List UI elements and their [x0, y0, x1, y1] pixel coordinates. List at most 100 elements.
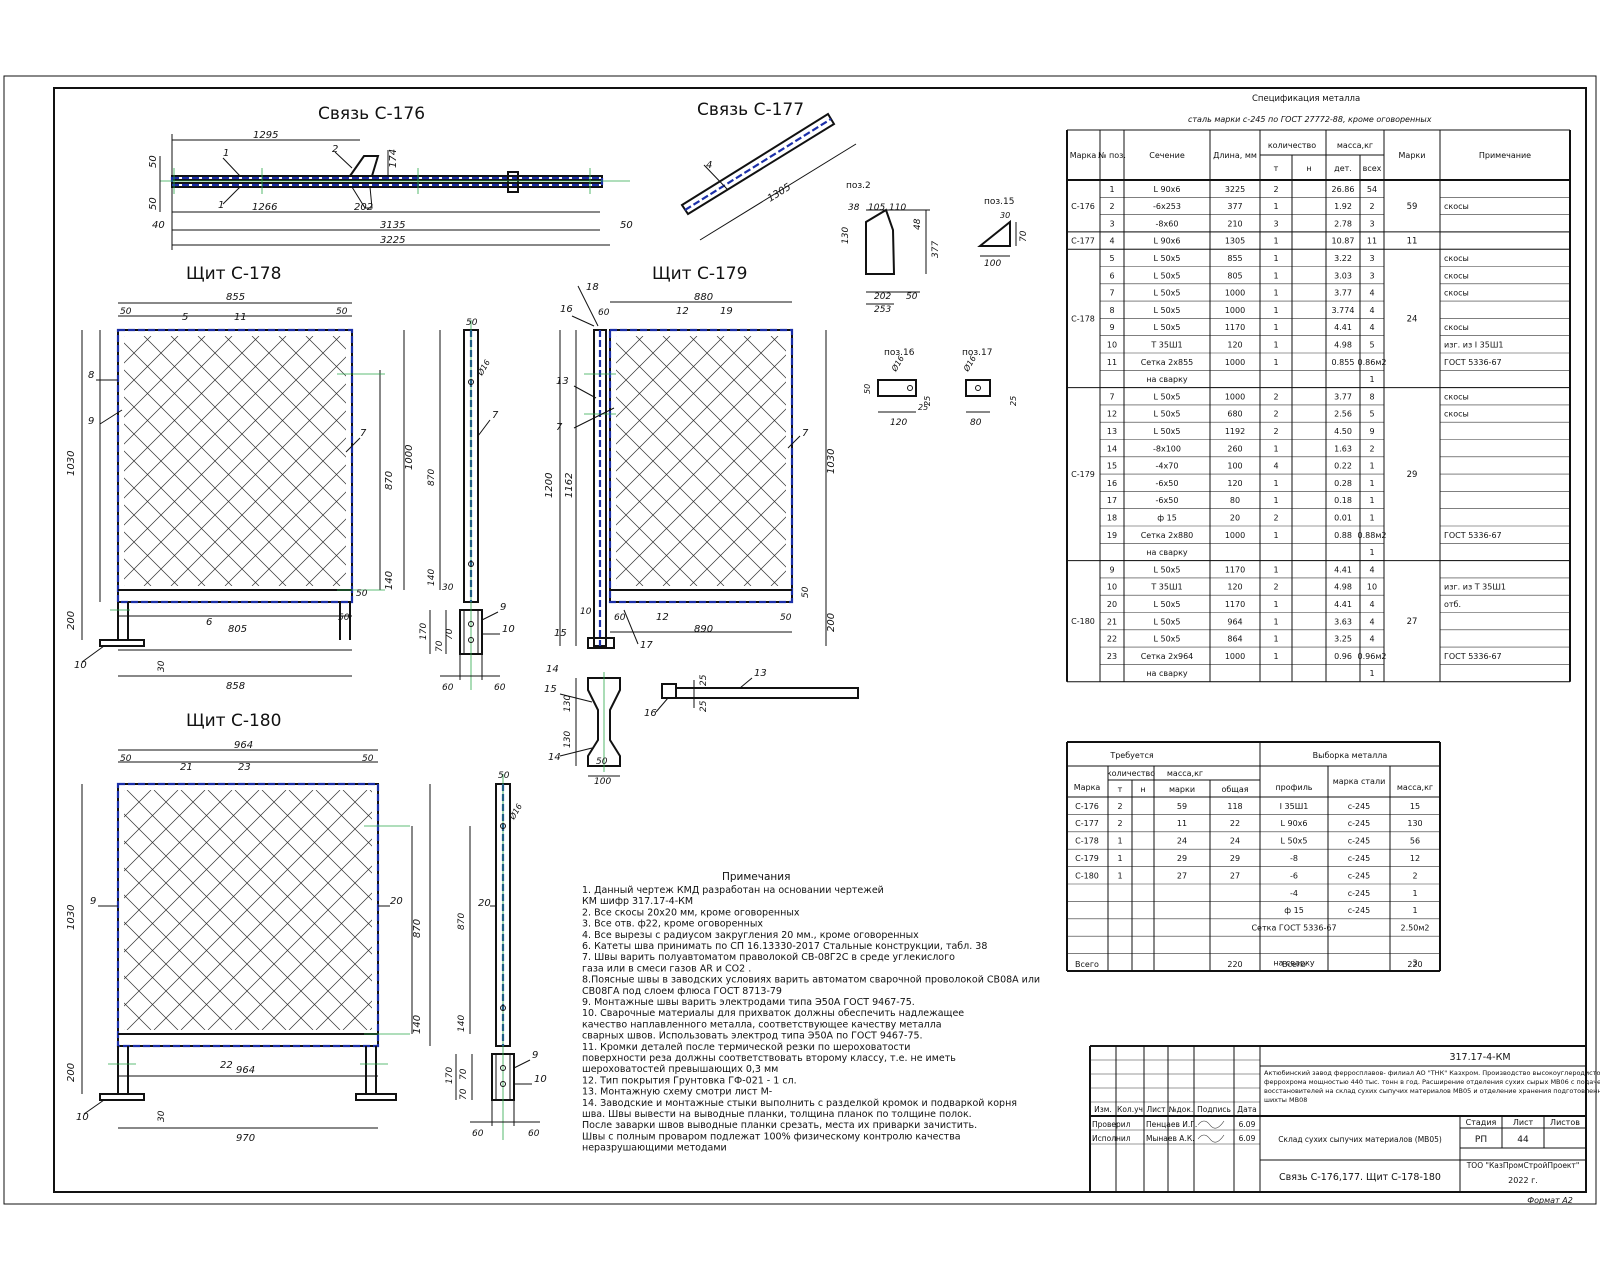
pos2-label: поз.2 [846, 181, 871, 191]
pos2-dim-110: 110 [889, 203, 906, 213]
view-c179: Щит С-179 880 890 1200 1162 1030 200 60 … [544, 264, 837, 651]
note-line: 10. Сварочные материалы для прихваток до… [582, 1008, 964, 1019]
spec-mass-det: 4.50 [1334, 427, 1352, 436]
pos16-dim-50: 50 [863, 384, 872, 394]
c178-dim-50c: 50 [356, 589, 368, 599]
tb-col-header: Кол.уч [1117, 1105, 1143, 1114]
req-total-label: Всего [1075, 960, 1099, 969]
spec-pos: 8 [1109, 306, 1114, 315]
req-cell: С-180 [1075, 871, 1099, 880]
spec-note: скосы [1444, 392, 1469, 401]
c180-pos-22: 22 [220, 1060, 233, 1071]
sel-cell: 3 [1412, 958, 1417, 967]
req-cell: 29 [1230, 854, 1240, 863]
spec-mass-all: 1 [1369, 375, 1374, 384]
mesh-c179 [616, 336, 786, 586]
spec-qty-t: 1 [1273, 289, 1278, 298]
tb-stage-header: Листов [1550, 1118, 1580, 1127]
spec-mass-all: 3 [1369, 219, 1374, 228]
c178-dim-200: 200 [66, 611, 77, 630]
spec-mass-all: 10 [1367, 583, 1377, 592]
notes-title: Примечания [722, 871, 790, 883]
spec-qty-t: 1 [1273, 202, 1278, 211]
spec-section: Сетка 2x964 [1141, 652, 1194, 661]
spec-note: скосы [1444, 202, 1469, 211]
side178-dim-140: 140 [427, 569, 437, 586]
side180-dim-140: 140 [457, 1015, 467, 1032]
spec-pos: 17 [1107, 496, 1117, 505]
note-line: качество наплавленного металла, соответс… [582, 1019, 942, 1030]
side180-pos-10: 10 [534, 1074, 547, 1085]
c178-pos-6: 6 [206, 617, 212, 628]
pos2-dim-377: 377 [931, 241, 941, 258]
pos17-label: поз.17 [962, 348, 993, 358]
spec-section: L 50x5 [1153, 271, 1180, 280]
spec-mass-all: 2 [1369, 202, 1374, 211]
req-cell: 118 [1227, 802, 1242, 811]
side180-dim-170: 170 [445, 1067, 455, 1084]
spec-length: 1305 [1225, 237, 1245, 246]
spec-group-mark: С-178 [1071, 314, 1095, 323]
pos2-dim-130: 130 [841, 227, 851, 244]
spec-group-total: 24 [1407, 314, 1418, 324]
tb-format: Формат А2 [1527, 1196, 1573, 1205]
req-cell: 1 [1117, 854, 1122, 863]
sel-cell: с-245 [1348, 906, 1371, 915]
spec-note: изг. из I 35Ш1 [1444, 340, 1503, 349]
tb-person-name: Пенцаев И.Г. [1146, 1120, 1197, 1129]
spec-section: -6x50 [1156, 479, 1179, 488]
req-cell: 59 [1177, 802, 1187, 811]
c180-dim-50a: 50 [120, 754, 132, 764]
c178-pos-9: 9 [88, 416, 94, 427]
spec-section: -8x60 [1156, 219, 1179, 228]
view-c180: Щит С-180 964 964 970 1030 870 200 140 3… [66, 711, 431, 1144]
spec-mass-all: 4 [1369, 306, 1374, 315]
c180-dim-1030: 1030 [66, 905, 77, 930]
spec-length: 377 [1227, 202, 1242, 211]
tb-person-role: Проверил [1092, 1120, 1131, 1129]
signature-icon [1197, 1120, 1225, 1129]
tb-project: Актюбинский завод ферросплавов- филиал А… [1264, 1069, 1600, 1104]
note-line: 3. Все отв. ф22, кроме оговоренных [582, 919, 763, 930]
sel-cell: 12 [1410, 854, 1420, 863]
detail-pos16: поз.16 Ø16 50 25 25 120 [863, 348, 932, 428]
c180-dim-970: 970 [236, 1133, 255, 1144]
spec-subheader: т [1274, 164, 1279, 173]
c180-dim-140: 140 [412, 1015, 423, 1034]
c179-dim-880: 880 [694, 292, 713, 303]
pos16-dim-120: 120 [890, 418, 907, 428]
sect179-pos-13: 13 [754, 668, 767, 679]
spec-mass-all: 1 [1369, 462, 1374, 471]
req-cell: С-177 [1075, 819, 1099, 828]
spec-mass-all: 5 [1369, 340, 1374, 349]
spec-mass-all: 4 [1369, 635, 1374, 644]
c178-dim-1030: 1030 [66, 451, 77, 476]
spec-note: скосы [1444, 289, 1469, 298]
spec-length: 1000 [1225, 652, 1245, 661]
side180-dim-60a: 60 [472, 1129, 484, 1139]
side180-dim-60b: 60 [528, 1129, 540, 1139]
spec-length: 680 [1227, 410, 1242, 419]
pos2-dim-105: 105 [868, 203, 885, 213]
spec-section: на сварку [1146, 548, 1188, 557]
spec-subheader: дет. [1334, 164, 1352, 173]
spec-group-total: 29 [1407, 470, 1418, 480]
spec-mass-all: 8 [1369, 392, 1374, 401]
spec-section: L 50x5 [1153, 323, 1180, 332]
view-c178-title: Щит С-178 [186, 264, 281, 284]
spec-qty-t: 1 [1273, 600, 1278, 609]
tb-col-header: №док. [1169, 1105, 1194, 1114]
view-c176: Связь С-176 1295 1266 202 3135 3225 174 … [148, 104, 633, 250]
sel-cell: 2.50м2 [1401, 924, 1430, 933]
spec-mass-det: 10.87 [1332, 237, 1355, 246]
sel-cell: с-245 [1348, 802, 1371, 811]
c179-dim-60b: 60 [614, 613, 626, 623]
req-title: Требуется [1109, 751, 1154, 760]
side178-pos-9: 9 [500, 602, 506, 613]
c176-dim-40: 40 [152, 220, 165, 231]
spec-mass-all: 1 [1369, 496, 1374, 505]
spec-mass-all: 3 [1369, 271, 1374, 280]
spec-mass-det: 3.77 [1334, 392, 1352, 401]
spec-length: 864 [1227, 635, 1242, 644]
spec-length: 80 [1230, 496, 1240, 505]
